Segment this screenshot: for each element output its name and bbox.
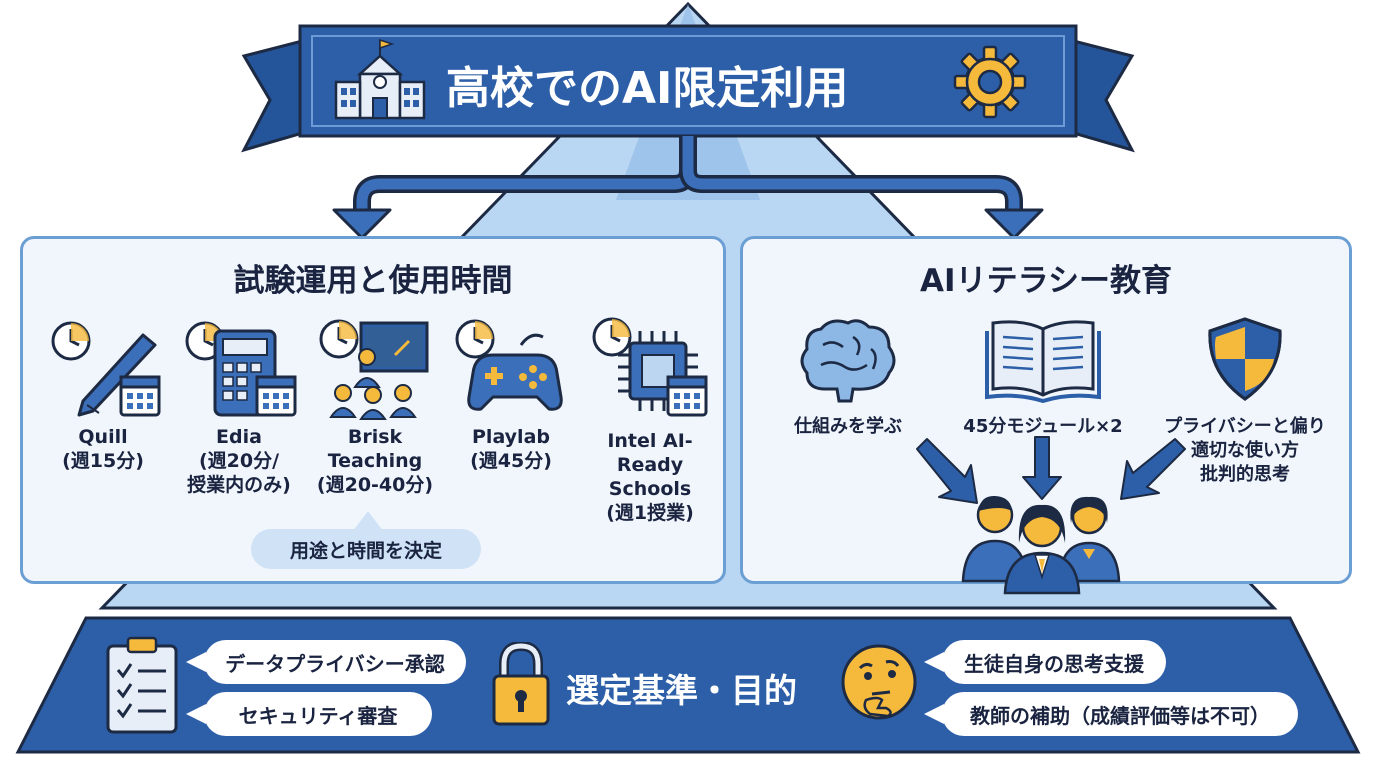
lock-icon bbox=[490, 640, 552, 728]
literacy-mechanism-label: 仕組みを学ぶ bbox=[794, 416, 902, 437]
pilot-usage-title: 試験運用と使用時間 bbox=[233, 263, 513, 299]
tool-playlab-time: (週45分) bbox=[470, 450, 552, 472]
bubble-pointer bbox=[186, 704, 206, 724]
tool-brisk-name: Brisk bbox=[347, 426, 403, 448]
literacy-item-mechanism: 仕組みを学ぶ bbox=[763, 313, 933, 439]
tool-playlab-name: Playlab bbox=[472, 426, 550, 448]
tool-brisk-teaching: Brisk Teaching (週20-40分) bbox=[305, 315, 445, 497]
bubble-pointer bbox=[924, 704, 944, 724]
teacher-icon bbox=[319, 319, 429, 420]
bubble-pointer bbox=[186, 652, 206, 672]
literacy-arrows bbox=[916, 436, 1186, 504]
tool-edia-name: Edia bbox=[216, 426, 262, 448]
school-icon bbox=[330, 36, 430, 124]
criteria-data-privacy: データプライバシー承認 bbox=[204, 640, 466, 684]
brain-icon bbox=[800, 319, 896, 403]
chip-icon bbox=[592, 317, 708, 417]
literacy-item-module: 45分モジュール×2 bbox=[943, 313, 1143, 439]
ai-literacy-title: AIリテラシー教育 bbox=[920, 263, 1172, 299]
literacy-module-label: 45分モジュール×2 bbox=[963, 416, 1123, 437]
tool-intel-name: Intel AI-Ready bbox=[607, 430, 693, 476]
tool-intel-time: (週1授業) bbox=[606, 502, 694, 524]
ai-literacy-panel: AIリテラシー教育 仕組みを学ぶ 45分モジュール×2 プライバシーと偏り 適切… bbox=[740, 236, 1352, 595]
pen-icon bbox=[51, 321, 161, 417]
gamepad-icon bbox=[455, 319, 563, 411]
criteria-title: 選定基準・目的 bbox=[566, 671, 797, 710]
literacy-usage-label: 適切な使い方 bbox=[1191, 440, 1299, 461]
thinking-face-icon bbox=[836, 642, 922, 728]
tool-edia-scope: 授業内のみ) bbox=[187, 474, 291, 496]
literacy-critical-label: 批判的思考 bbox=[1200, 464, 1290, 485]
shield-icon bbox=[1208, 317, 1282, 401]
purpose-student-thinking: 生徒自身の思考支援 bbox=[942, 640, 1166, 684]
students-icon bbox=[961, 495, 1121, 595]
decision-pointer bbox=[353, 511, 383, 531]
clipboard-icon bbox=[104, 636, 180, 736]
tool-quill-time: (週15分) bbox=[62, 450, 144, 472]
purpose-teacher-assist: 教師の補助（成績評価等は不可） bbox=[942, 692, 1298, 736]
tool-edia-time: (週20分/ bbox=[198, 450, 280, 472]
tool-quill-name: Quill bbox=[78, 426, 128, 448]
tool-brisk-time: (週20-40分) bbox=[316, 474, 434, 496]
tool-playlab: Playlab (週45分) bbox=[441, 315, 581, 473]
tool-quill: Quill (週15分) bbox=[33, 315, 173, 473]
literacy-item-privacy: プライバシーと偏り 適切な使い方 批判的思考 bbox=[1145, 313, 1345, 487]
book-icon bbox=[985, 320, 1101, 404]
gear-icon bbox=[952, 44, 1028, 120]
pilot-usage-panel: 試験運用と使用時間 Quill (週15分) bbox=[20, 236, 726, 584]
page-title: 高校でのAI限定利用 bbox=[446, 63, 849, 114]
decision-label: 用途と時間を決定 bbox=[251, 529, 481, 569]
literacy-privacy-label: プライバシーと偏り bbox=[1164, 416, 1326, 437]
criteria-security-review: セキュリティ審査 bbox=[204, 692, 432, 736]
tool-brisk-name-line2: Teaching bbox=[327, 450, 423, 472]
calculator-icon bbox=[185, 321, 297, 417]
tool-edia: Edia (週20分/ 授業内のみ) bbox=[169, 315, 309, 497]
tool-intel-name-line2: Schools bbox=[608, 478, 692, 500]
bubble-pointer bbox=[924, 652, 944, 672]
tool-intel-ai-ready: Intel AI-Ready Schools (週1授業) bbox=[575, 315, 725, 525]
